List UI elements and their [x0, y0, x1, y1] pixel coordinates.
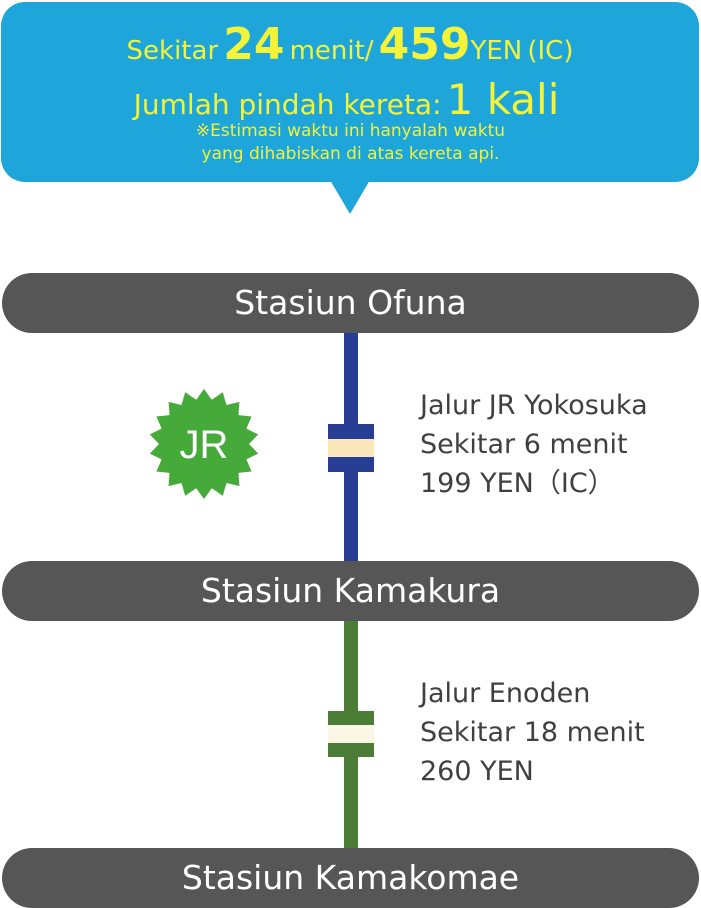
route-time: Sekitar 18 menit — [420, 717, 645, 748]
summary-minutes: 24 — [223, 19, 285, 70]
summary-fare-type: (IC) — [527, 36, 574, 66]
summary-minutes-unit: menit/ — [289, 36, 374, 66]
route-fare: 260 YEN — [420, 756, 534, 787]
station-ofuna: Stasiun Ofuna — [2, 273, 699, 333]
route-line-name: Jalur Enoden — [420, 678, 591, 709]
summary-fare: 459 — [378, 19, 471, 70]
jr-badge-icon: JR — [149, 389, 259, 499]
station-kamakura: Stasiun Kamakura — [2, 561, 699, 621]
summary-transfer-count: 1 kali — [446, 75, 560, 124]
summary-about: Sekitar — [126, 36, 219, 66]
route-info-enoden: Jalur Enoden Sekitar 18 menit 260 YEN — [420, 674, 645, 791]
summary-transfer-label: Jumlah pindah kereta: — [133, 88, 442, 121]
route-info-jr: Jalur JR Yokosuka Sekitar 6 menit 199 YE… — [420, 386, 648, 503]
bubble-tail — [330, 180, 370, 214]
jr-badge-label: JR — [180, 423, 229, 467]
route-fare: 199 YEN（IC） — [420, 468, 615, 499]
route-time: Sekitar 6 menit — [420, 429, 628, 460]
jr-badge-star — [149, 389, 259, 499]
summary-note-line2: yang dihabiskan di atas kereta api. — [201, 144, 500, 164]
summary-fare-unit: YEN — [470, 36, 523, 66]
summary-note-line1: ※Estimasi waktu ini hanyalah waktu — [195, 121, 506, 141]
station-kamakomae: Stasiun Kamakomae — [2, 848, 699, 908]
route-line-name: Jalur JR Yokosuka — [420, 390, 648, 421]
summary-transfers: Jumlah pindah kereta: 1 kali — [0, 72, 697, 137]
summary-time-fare: Sekitar 24 menit/ 459YEN (IC) — [0, 16, 701, 83]
summary-bubble — [1, 2, 699, 182]
